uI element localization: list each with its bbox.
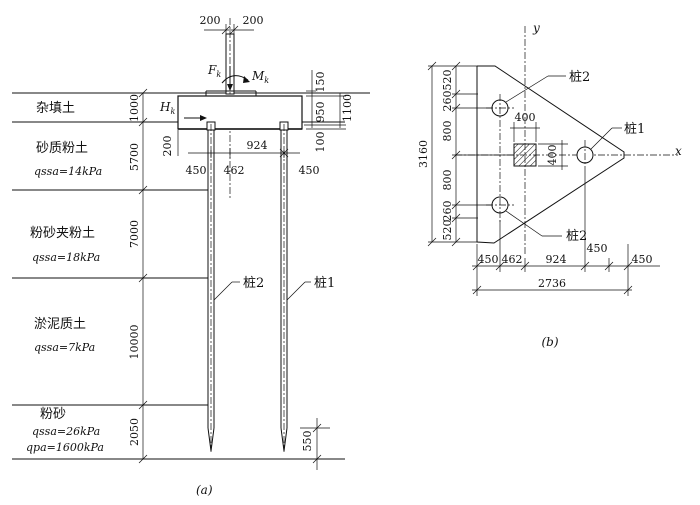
plan-dim-450-mid: 450 <box>587 242 608 255</box>
stratum-friction: qssa=7kPa <box>34 341 95 354</box>
plan-dim-450-right: 450 <box>632 253 653 266</box>
stratum-tip-resistance: qpa=1600kPa <box>26 441 104 454</box>
thickness-label-3: 7000 <box>128 220 141 248</box>
plan-dim-800-top: 800 <box>441 121 454 142</box>
plan-total-width: 2736 <box>538 277 566 290</box>
pile-2 <box>206 121 216 452</box>
plan-pile-2-bottom-label: 桩2 <box>566 229 587 244</box>
caption-a: (a) <box>196 483 213 497</box>
plan-dim-450-left: 450 <box>478 253 499 266</box>
caption-b: (b) <box>541 335 558 349</box>
spacing-dim-450-right: 450 <box>299 164 320 177</box>
plan-dim-462: 462 <box>502 253 523 266</box>
cap-dim-1100: 1100 <box>341 94 354 122</box>
plan-view: y x 桩2 桩1 桩2 <box>417 21 682 349</box>
plan-total-height: 3160 <box>417 140 430 168</box>
stratum-friction: qssa=14kPa <box>34 165 102 178</box>
cap-dim-950: 950 <box>314 102 327 123</box>
column-width-dim: 400 <box>515 111 536 124</box>
column-height-dim: 400 <box>546 145 559 166</box>
cap-base-dim: 200 <box>161 136 174 157</box>
thickness-label-4: 10000 <box>128 325 141 360</box>
plan-dim-260-top: 260 <box>441 91 454 112</box>
y-axis-label: y <box>532 21 540 35</box>
stratum-name: 杂填土 <box>36 101 75 116</box>
plan-dim-520-bottom: 520 <box>441 220 454 241</box>
pile-2-leader <box>213 281 233 301</box>
spacing-dim-462: 462 <box>224 164 245 177</box>
pile-1-leader <box>286 281 306 301</box>
stratum-friction: qssa=26kPa <box>32 425 100 438</box>
moment-label: Mk <box>251 69 269 85</box>
stratum-name: 淤泥质土 <box>34 317 86 332</box>
thickness-label-1: 1000 <box>128 94 141 122</box>
x-axis-label: x <box>675 144 682 158</box>
plan-pile-1-label: 桩1 <box>624 122 645 137</box>
plan-dim-260-bottom: 260 <box>441 201 454 222</box>
spacing-dim-450-left: 450 <box>186 164 207 177</box>
plan-dim-800-bottom: 800 <box>441 170 454 191</box>
top-dim-right: 200 <box>243 14 264 27</box>
thickness-label-2: 5700 <box>128 143 141 171</box>
spacing-dim-924: 924 <box>247 139 268 152</box>
pile-1-label: 桩1 <box>314 276 335 291</box>
horizontal-load-label: Hk <box>159 100 175 116</box>
thickness-label-5: 2050 <box>128 418 141 446</box>
stratum-friction: qssa=18kPa <box>32 251 100 264</box>
stratum-name: 粉砂 <box>40 407 66 422</box>
elevation-view: 1000 5700 7000 10000 2050 杂填土 砂质粉土 qssa=… <box>12 14 370 497</box>
stratum-name: 粉砂夹粉土 <box>30 226 95 241</box>
tip-dim-label: 550 <box>301 431 314 452</box>
pile-2-label: 桩2 <box>243 276 264 291</box>
plan-pile-2-top-label: 桩2 <box>569 70 590 85</box>
cap-dim-150: 150 <box>314 72 327 93</box>
pile-1 <box>279 121 289 452</box>
column-section <box>513 143 537 167</box>
top-dim-left: 200 <box>200 14 221 27</box>
axial-load-label: Fk <box>207 63 221 79</box>
plan-dim-924: 924 <box>546 253 567 266</box>
stratum-name: 砂质粉土 <box>36 141 88 156</box>
cap-dim-100: 100 <box>314 132 327 153</box>
plan-dim-520-top: 520 <box>441 70 454 91</box>
